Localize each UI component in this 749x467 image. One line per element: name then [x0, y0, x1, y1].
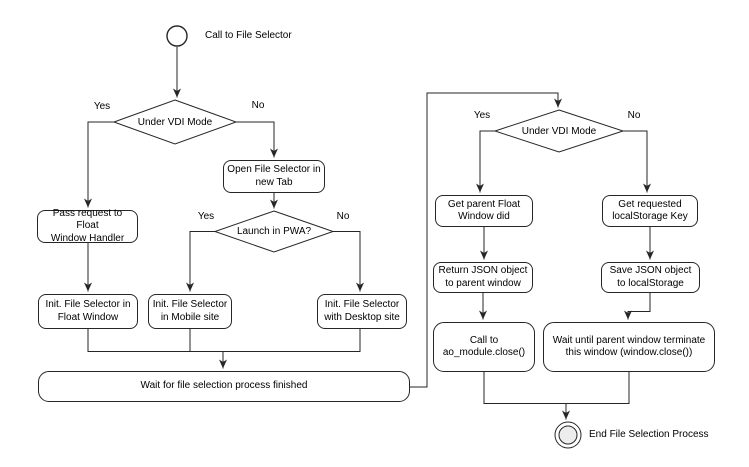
end-label: End File Selection Process: [589, 429, 709, 440]
process-wait-selection: Wait for file selection process finished: [38, 371, 410, 402]
connector-vdi-no: [236, 121, 278, 158]
end-circle-inner: [558, 425, 578, 445]
connector-merge-left: [87, 329, 361, 352]
process-pass-request: Pass request to Float Window Handler: [37, 208, 138, 244]
connector-pwa-yes: [186, 231, 215, 292]
process-call-close: Call to ao_module.close(): [433, 322, 535, 372]
branch-no-pwa: No: [336, 211, 350, 222]
branch-no-vdi-left: No: [251, 100, 265, 111]
connector-vdi-yes: [84, 121, 114, 208]
process-save-json: Save JSON object to localStorage: [601, 262, 700, 293]
process-wait-terminate: Wait until parent window terminate this …: [543, 322, 715, 372]
process-open-tab: Open File Selector in new Tab: [223, 160, 325, 193]
process-init-mobile: Init. File Selector in Mobile site: [148, 294, 232, 329]
connector-vdiright-yes: [476, 130, 495, 193]
connector-bottom-merge: [483, 372, 630, 404]
start-label: Call to File Selector: [205, 30, 292, 41]
connector-save-to-terminate: [624, 293, 651, 320]
process-get-parent-float: Get parent Float Window did: [435, 195, 533, 227]
decision-diamond-pwa: [213, 210, 335, 253]
process-return-json: Return JSON object to parent window: [433, 262, 533, 293]
connector-wait-to-vdi-right: [410, 92, 562, 388]
decision-diamond-vdi-right: [493, 109, 625, 153]
process-init-float: Init. File Selector in Float Window: [38, 294, 138, 329]
connector-pwa-no: [333, 231, 364, 292]
decision-diamond-vdi-left: [112, 99, 238, 145]
branch-yes-vdi-left: Yes: [93, 101, 111, 112]
start-circle: [166, 25, 188, 47]
connector-vdiright-no: [623, 130, 651, 193]
branch-no-vdi-right: No: [627, 110, 641, 121]
branch-yes-pwa: Yes: [197, 211, 215, 222]
branch-yes-vdi-right: Yes: [473, 110, 491, 121]
process-init-desktop: Init. File Selector with Desktop site: [317, 294, 407, 329]
process-get-localstorage: Get requested localStorage Key: [602, 195, 698, 227]
